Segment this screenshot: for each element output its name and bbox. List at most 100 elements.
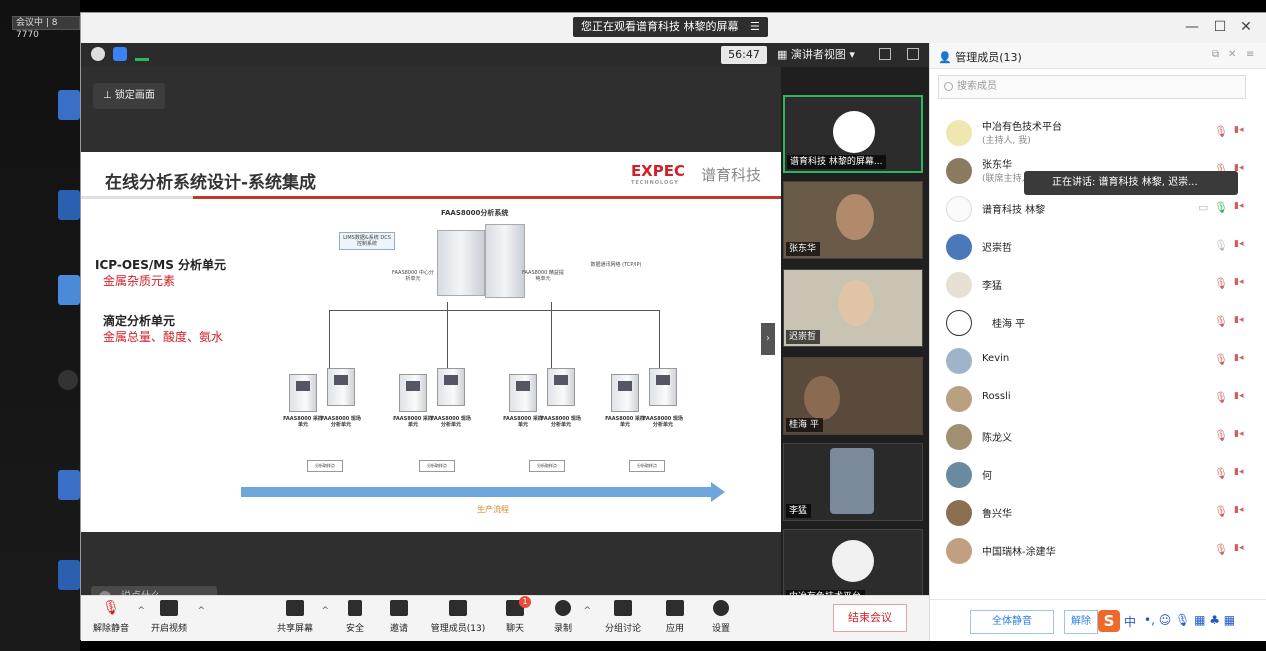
desktop-shortcut-icon[interactable]	[58, 275, 80, 305]
camera-off-icon[interactable]: ▮◂	[1234, 467, 1244, 477]
sampling-unit-device	[289, 374, 317, 412]
member-row[interactable]: 张东华 (联席主持人) 🎙 ▮◂	[930, 151, 1266, 189]
mic-off-icon[interactable]: 🎙	[1214, 543, 1228, 556]
popout-icon[interactable]: ⧉	[1212, 49, 1220, 60]
center-unit-label: FAAS8000 中心分析单元	[392, 270, 434, 282]
breakout-button[interactable]: 分组讨论	[601, 600, 645, 640]
end-meeting-button[interactable]: 结束会议	[833, 604, 907, 632]
desktop-shortcut-icon[interactable]	[58, 90, 80, 120]
member-name: 桂海 平	[992, 319, 1026, 330]
analysis-point-box: 分析取样点	[307, 460, 343, 472]
center-cabinet	[437, 230, 485, 296]
share-screen-button[interactable]: 共享屏幕 ^	[273, 600, 329, 640]
viewing-banner[interactable]: 您正在观看谱育科技 林黎的屏幕 ☰	[573, 17, 768, 37]
camera-off-icon[interactable]: ▮◂	[1234, 125, 1244, 135]
security-button[interactable]: 安全	[339, 600, 371, 640]
camera-off-icon[interactable]: ▮◂	[1234, 277, 1244, 287]
settings-button[interactable]: 设置	[705, 600, 737, 640]
camera-off-icon[interactable]: ▮◂	[1234, 429, 1244, 439]
people-icon	[449, 600, 467, 616]
title-divider	[81, 196, 781, 199]
member-row[interactable]: 何 🎙 ▮◂	[930, 455, 1266, 493]
mic-off-icon[interactable]: 🎙	[1214, 429, 1228, 442]
camera-off-icon[interactable]: ▮◂	[1234, 315, 1244, 325]
camera-off-icon[interactable]: ▮◂	[1234, 239, 1244, 249]
member-name: Rossli	[982, 391, 1011, 402]
menu-icon[interactable]: ≡	[1246, 49, 1255, 60]
video-tile[interactable]: 谱育科技 林黎的屏幕...	[783, 95, 923, 173]
avatar	[946, 310, 972, 336]
video-tile[interactable]: 迟崇哲	[783, 269, 923, 347]
unmute-button[interactable]: 🎙 解除静音 ^	[92, 600, 145, 634]
info-icon[interactable]	[91, 47, 105, 61]
avatar	[946, 348, 972, 374]
minimize-icon[interactable]: —	[1185, 19, 1199, 35]
member-row[interactable]: 桂海 平 🎙 ▮◂	[930, 303, 1266, 341]
member-row[interactable]: 谱育科技 林黎 ▭ 🎙 ▮◂	[930, 189, 1266, 227]
video-tile[interactable]: 张东华	[783, 181, 923, 259]
member-row[interactable]: 中国瑞林-涂建华 🎙 ▮◂	[930, 531, 1266, 569]
record-button[interactable]: 录制 ^	[547, 600, 591, 640]
onsite-unit-device	[437, 368, 465, 406]
shield-icon[interactable]	[113, 47, 127, 61]
unmute-all-button[interactable]: 解除	[1064, 610, 1098, 634]
close-icon[interactable]: ✕	[1228, 49, 1237, 60]
avatar	[946, 500, 972, 526]
desktop-shortcut-icon[interactable]	[58, 190, 80, 220]
maximize-icon[interactable]: ☐	[1213, 19, 1227, 35]
speaker-view-dropdown[interactable]: ▦ 演讲者视图 ▾	[777, 48, 855, 61]
mic-off-icon[interactable]: 🎙	[1214, 505, 1228, 518]
camera-off-icon[interactable]: ▮◂	[1234, 201, 1244, 211]
mic-off-icon[interactable]: 🎙	[1214, 467, 1228, 480]
mute-all-button[interactable]: 全体静音	[970, 610, 1054, 634]
camera-off-icon[interactable]: ▮◂	[1234, 391, 1244, 401]
mic-off-icon[interactable]: 🎙	[1214, 391, 1228, 404]
mic-icon[interactable]: 🎙	[1214, 239, 1228, 252]
collapse-strip-button[interactable]: ›	[761, 323, 775, 355]
mic-off-icon[interactable]: 🎙	[1214, 315, 1228, 328]
desktop-shortcut-icon[interactable]	[58, 470, 80, 500]
camera-off-icon[interactable]: ▮◂	[1234, 543, 1244, 553]
ime-toolbar[interactable]: S 中 •, ☺ 🎙 ▦ ♣ ▦	[1098, 610, 1266, 634]
company-logo-text: 谱育科技	[700, 166, 761, 184]
member-row[interactable]: Kevin 🎙 ▮◂	[930, 341, 1266, 379]
member-row[interactable]: 李猛 🎙 ▮◂	[930, 265, 1266, 303]
side-panel-icon[interactable]	[907, 48, 919, 60]
invite-button[interactable]: 邀请	[383, 600, 415, 640]
chevron-up-icon[interactable]: ^	[197, 606, 205, 616]
desktop-shortcut-icon[interactable]	[58, 560, 80, 590]
participant-video	[836, 194, 874, 240]
member-row[interactable]: 陈龙义 🎙 ▮◂	[930, 417, 1266, 455]
signal-icon[interactable]	[135, 47, 149, 61]
member-row[interactable]: 迟崇哲 🎙 ▮◂	[930, 227, 1266, 265]
start-video-button[interactable]: 开启视频 ^	[145, 600, 205, 640]
video-tile[interactable]: 桂海 平	[783, 357, 923, 435]
apps-button[interactable]: 应用	[659, 600, 691, 640]
chevron-up-icon[interactable]: ^	[321, 606, 329, 616]
member-row[interactable]: Rossli 🎙 ▮◂	[930, 379, 1266, 417]
member-row[interactable]: 鲁兴华 🎙 ▮◂	[930, 493, 1266, 531]
chat-button[interactable]: 聊天 1	[499, 596, 531, 640]
analysis-point-box: 分析取样点	[629, 460, 665, 472]
chevron-up-icon[interactable]: ^	[137, 606, 145, 616]
mic-off-icon[interactable]: 🎙	[1214, 277, 1228, 290]
lock-screen-button[interactable]: ⊥ 锁定画面	[93, 83, 165, 109]
camera-off-icon[interactable]: ▮◂	[1234, 505, 1244, 515]
chevron-up-icon[interactable]: ^	[583, 606, 591, 616]
mic-off-icon[interactable]: 🎙	[1214, 353, 1228, 366]
camera-off-icon[interactable]: ▮◂	[1234, 353, 1244, 363]
obs-icon[interactable]	[58, 370, 78, 390]
close-icon[interactable]: ✕	[1240, 19, 1252, 35]
ime-tools-icon[interactable]: •, ☺ 🎙 ▦ ♣ ▦	[1144, 613, 1236, 627]
mic-off-icon[interactable]: 🎙	[1214, 125, 1228, 138]
member-search-input[interactable]: 搜索成员	[938, 75, 1246, 99]
camera-off-icon[interactable]: ▮◂	[1234, 163, 1244, 173]
member-name: Kevin	[982, 353, 1010, 364]
member-name: 陈龙义	[982, 433, 1012, 444]
video-tile[interactable]: 李猛	[783, 443, 923, 521]
fullscreen-icon[interactable]	[879, 48, 891, 60]
precision-unit-label: FAAS8000 精益提纯单元	[522, 270, 564, 282]
member-row[interactable]: 中冶有色技术平台 (主持人, 我) 🎙 ▮◂	[930, 113, 1266, 151]
mic-on-icon[interactable]: 🎙	[1214, 201, 1228, 214]
manage-members-button[interactable]: 管理成员(13)	[425, 600, 491, 640]
